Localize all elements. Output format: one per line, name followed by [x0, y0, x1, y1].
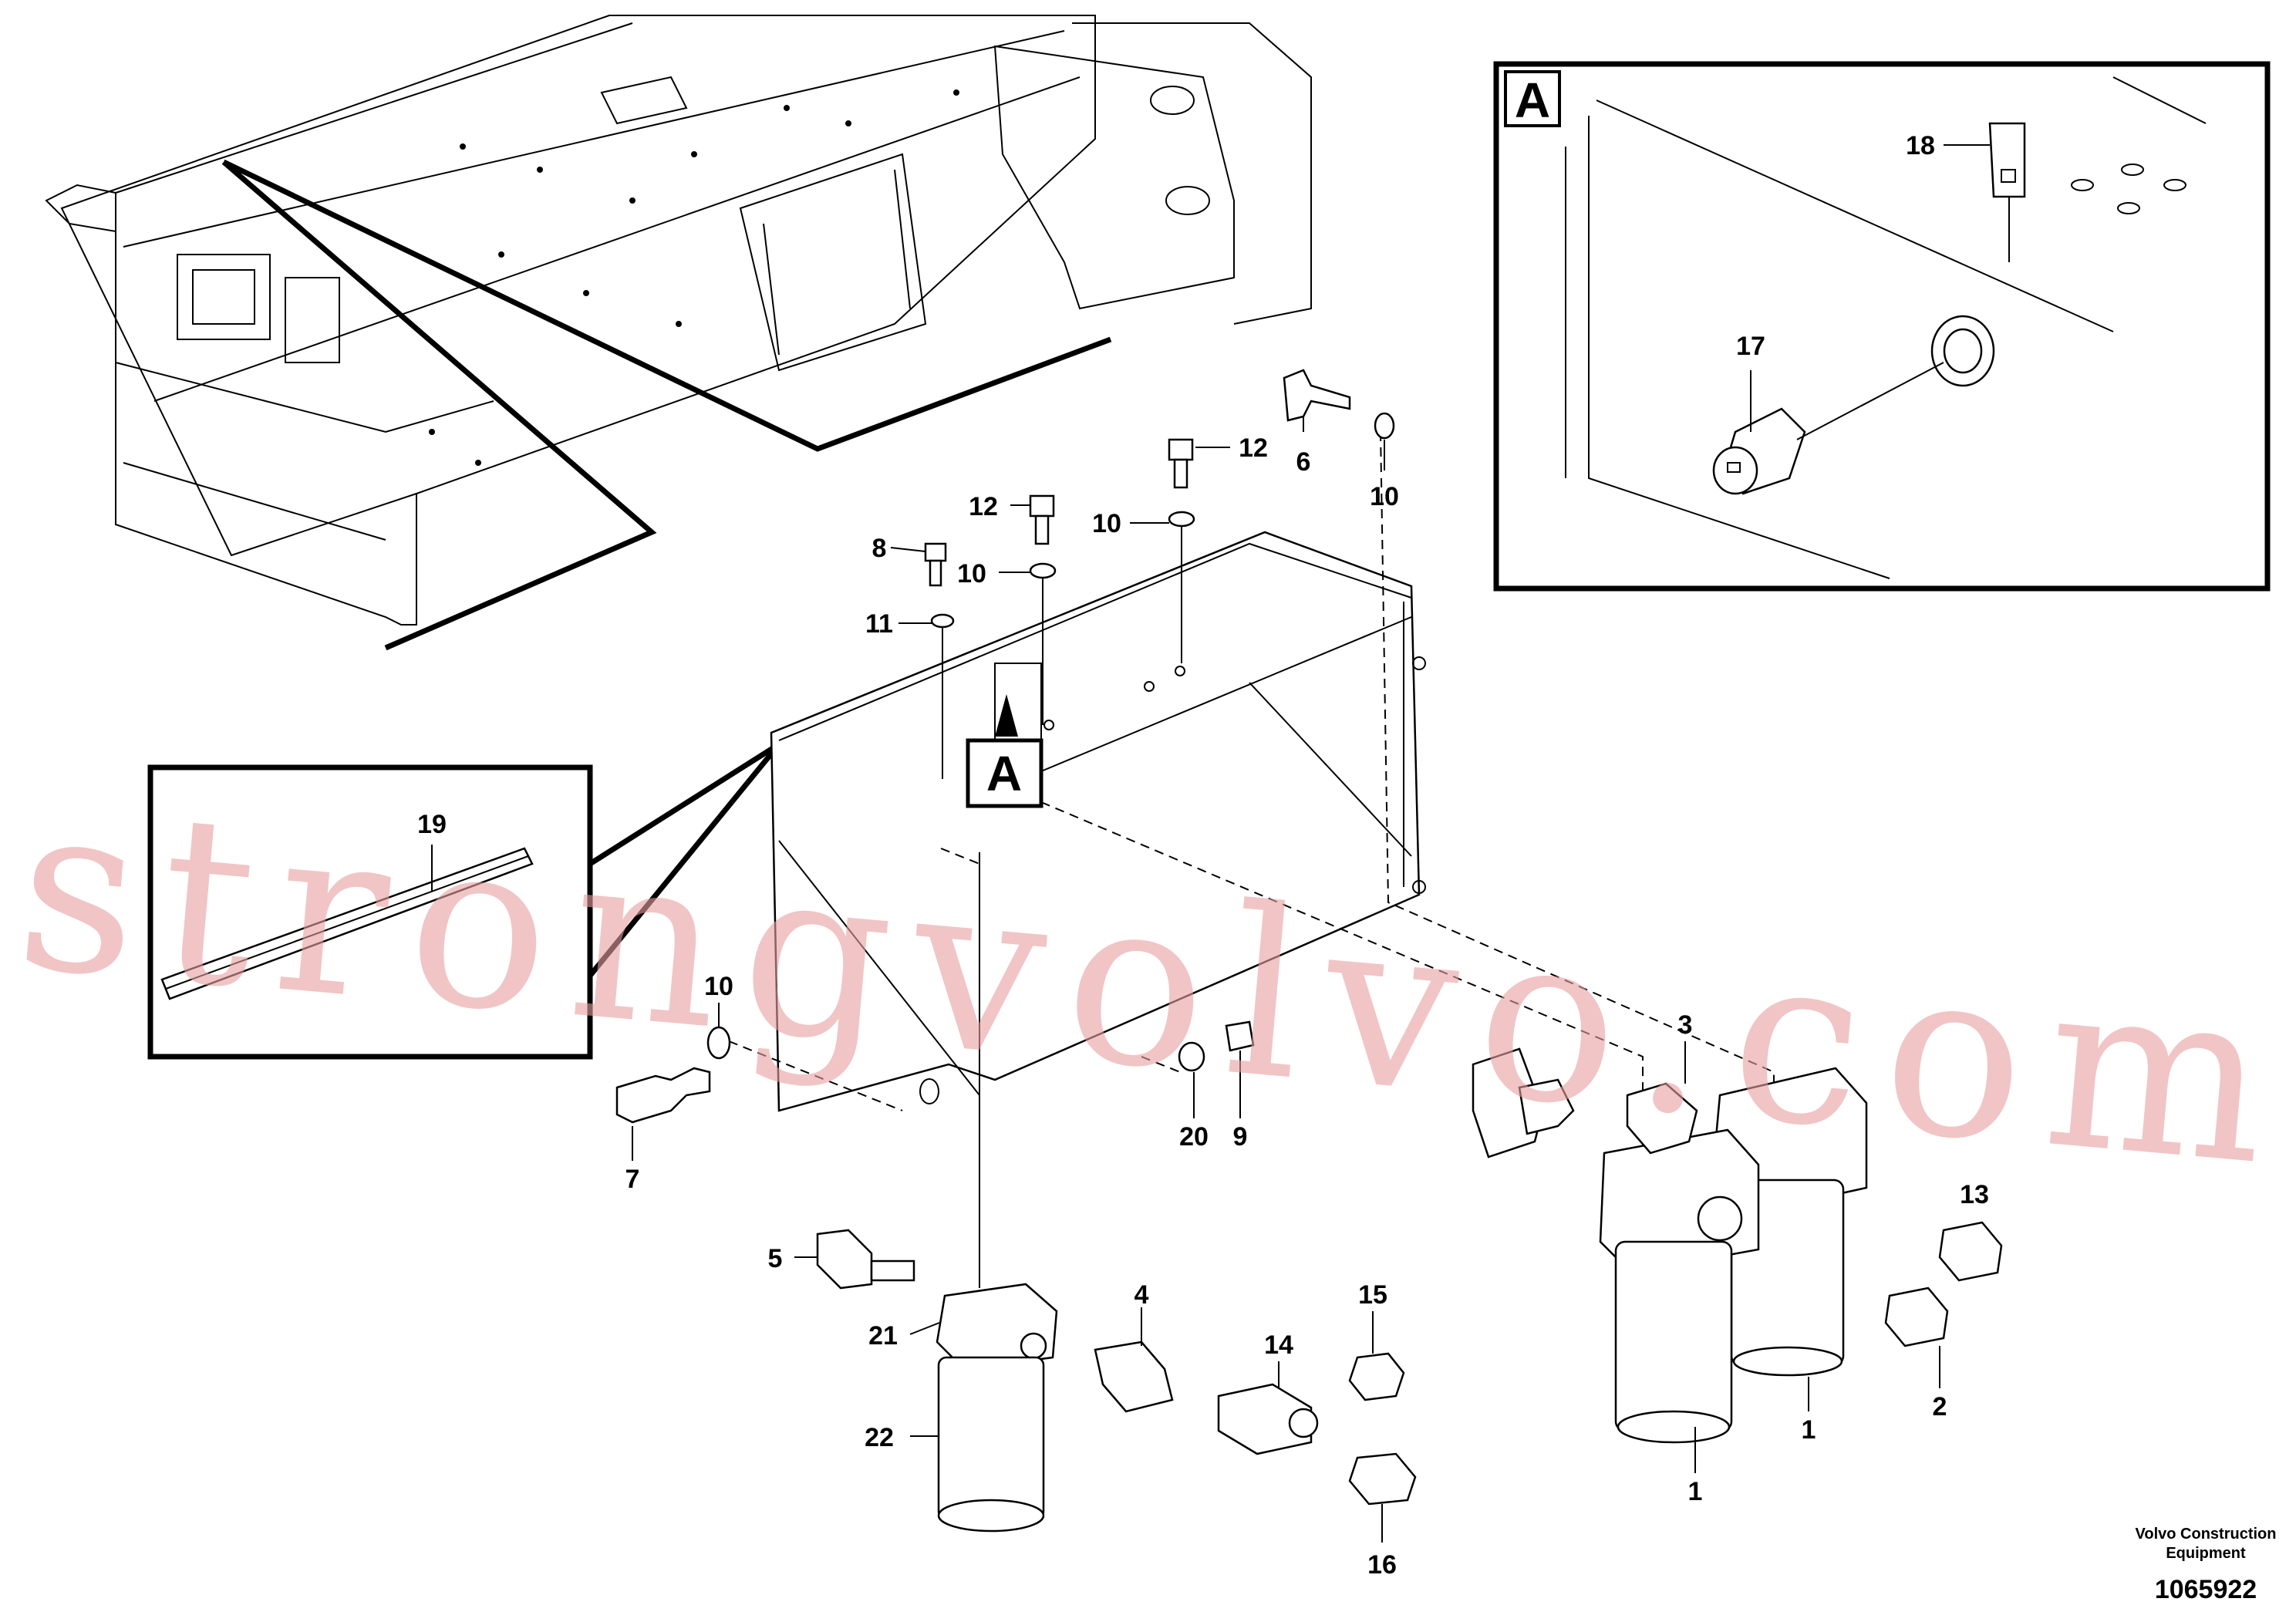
callout-labels: 1 1 2 3 4 5 6 7 8 9 10 10 10 10 11 12 12…	[417, 131, 1989, 1580]
callout-4: 4	[1135, 1280, 1149, 1310]
callout-12-b: 12	[1239, 433, 1268, 463]
filter-assembly-left	[816, 852, 1417, 1533]
callout-11: 11	[865, 609, 893, 639]
callout-22: 22	[865, 1423, 894, 1452]
callout-10-b: 10	[1092, 509, 1121, 538]
drawing-footer: Volvo Construction Equipment 1065922	[2136, 1526, 2277, 1604]
detail-view-letter: A	[1515, 73, 1550, 128]
callout-19: 19	[417, 810, 447, 839]
callout-10-c: 10	[1370, 482, 1399, 511]
credit-line-1: Volvo Construction	[2136, 1526, 2277, 1543]
drawing-number: 1065922	[2155, 1575, 2257, 1604]
detail-view-a: A	[1493, 61, 2271, 592]
callout-17: 17	[1736, 332, 1765, 361]
callout-1-b: 1	[1802, 1415, 1816, 1445]
machine-frame	[45, 15, 1312, 651]
callout-14: 14	[1264, 1330, 1293, 1360]
callout-15: 15	[1358, 1280, 1387, 1310]
callout-10-a: 10	[957, 559, 986, 588]
callout-9: 9	[1233, 1122, 1248, 1152]
callout-8: 8	[872, 534, 887, 563]
callout-13: 13	[1960, 1180, 1989, 1209]
callout-18: 18	[1906, 131, 1935, 160]
filter-assembly-right	[1472, 1047, 2003, 1444]
callout-1-a: 1	[1688, 1477, 1703, 1506]
callout-21: 21	[868, 1321, 898, 1351]
leader-lines	[632, 144, 1990, 1543]
filter-bracket: A	[770, 531, 1426, 1112]
callout-12-a: 12	[969, 492, 998, 521]
callout-6: 6	[1296, 447, 1311, 477]
detail-letter-box	[1504, 70, 1561, 127]
credit-line-2: Equipment	[2166, 1545, 2246, 1562]
callout-2: 2	[1933, 1392, 1947, 1421]
bracket-fasteners	[615, 369, 1395, 1124]
callout-5: 5	[768, 1244, 783, 1273]
callout-20: 20	[1179, 1122, 1209, 1152]
section-a-label: A	[986, 746, 1022, 801]
callout-10-d: 10	[704, 972, 733, 1001]
detail-view-19	[147, 742, 781, 1060]
callout-3: 3	[1678, 1010, 1693, 1040]
callout-16: 16	[1367, 1550, 1397, 1580]
section-a-marker	[966, 738, 1043, 808]
callout-7: 7	[625, 1165, 640, 1194]
